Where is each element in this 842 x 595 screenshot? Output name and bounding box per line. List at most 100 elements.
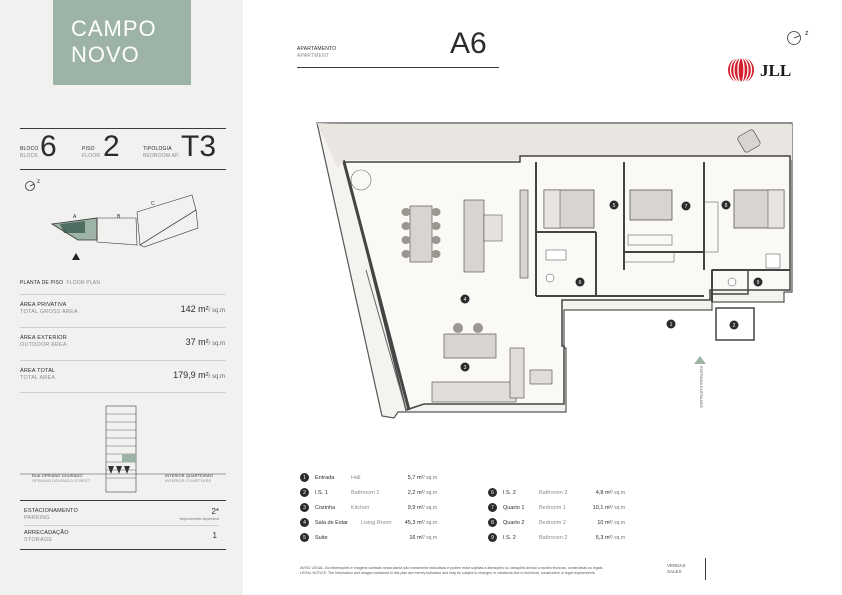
apartment-label-pt: APARTAMENTO bbox=[297, 46, 337, 52]
key-plan-label-c: C bbox=[151, 201, 155, 207]
sales-label-pt: VENDAS bbox=[667, 563, 686, 568]
area-total-value: 179,9 m²/ sq.m bbox=[150, 370, 225, 380]
bloco-label-pt: BLOCO bbox=[20, 146, 39, 152]
divider bbox=[24, 525, 219, 526]
legend-item: 5 Suite 16 m²/ sq.m bbox=[300, 533, 450, 542]
legend-room-pt: I.S. 1 bbox=[315, 489, 328, 496]
legend-area-unit: / sq.m bbox=[611, 534, 625, 541]
apartment-code: A6 bbox=[450, 27, 487, 60]
area-exterior-value: 37 m²/ sq.m bbox=[150, 337, 225, 347]
legend-room-en: Hall bbox=[351, 474, 361, 481]
jll-logo-text: JLL bbox=[760, 61, 792, 80]
bloco-label: BLOCO BLOCK bbox=[20, 146, 39, 159]
legend-area: 5,7 m²/ sq.m bbox=[400, 475, 437, 481]
legend-area-value: 2,2 m² bbox=[407, 489, 424, 496]
legend-area-value: 10 m² bbox=[597, 519, 612, 526]
parking-value: 2* bbox=[211, 507, 219, 516]
legend-room-pt: Quarto 1 bbox=[503, 504, 525, 511]
svg-text:5: 5 bbox=[613, 203, 616, 209]
bloco-value: 6 bbox=[40, 130, 57, 163]
brand-logo: CAMPO NOVO bbox=[53, 0, 191, 85]
floor-plan-label-pt: PLANTA DE PISO bbox=[20, 280, 64, 286]
parking-label-pt: ESTACIONAMENTO bbox=[24, 508, 78, 514]
legend-area-value: 5,3 m² bbox=[595, 534, 612, 541]
entrance-label-pt: ENTRADA bbox=[699, 366, 704, 385]
piso-label-pt: PISO bbox=[82, 146, 95, 152]
street-left-en: OPRIANO DOURADO STREET bbox=[32, 479, 91, 483]
legend-item: 8 Quarto 2 Bedroom 2 10 m²/ sq.m bbox=[488, 518, 638, 527]
key-plan bbox=[50, 194, 199, 260]
storage-value: 1 bbox=[212, 531, 217, 540]
tipologia-label: TIPOLOGIA BEDROOM AP. bbox=[143, 146, 180, 159]
legend-item: 6 I.S. 2 Bathroom 2 4,8 m²/ sq.m bbox=[488, 488, 638, 497]
area-private-unit: / sq.m bbox=[208, 308, 225, 314]
legend-room-en: Bedroom 1 bbox=[539, 504, 566, 511]
floor-plan-label: PLANTA DE PISO FLOOR PLAN bbox=[20, 280, 100, 287]
legend-area: 9,9 m²/ sq.m bbox=[400, 505, 437, 511]
legend-number: 3 bbox=[300, 503, 309, 512]
legend-room-en: Bathroom 1 bbox=[351, 489, 380, 496]
legend-right: 6 I.S. 2 Bathroom 2 4,8 m²/ sq.m 7 Quart… bbox=[488, 488, 638, 548]
legend-room-pt: Sala de Estar bbox=[315, 519, 349, 526]
legend-area-unit: / sq.m bbox=[423, 534, 437, 541]
legend-area: 45,3 m²/ sq.m bbox=[400, 520, 437, 526]
legend-room-en: Bedroom 2 bbox=[539, 519, 566, 526]
svg-text:2: 2 bbox=[733, 323, 736, 329]
brand-line-2: NOVO bbox=[71, 42, 140, 67]
legend-room-pt: I.S. 2 bbox=[503, 534, 516, 541]
legal-notice: AVISO LEGAL: As informações e imagens co… bbox=[300, 566, 650, 576]
floor-plan-label-en: FLOOR PLAN bbox=[66, 280, 101, 286]
divider bbox=[20, 128, 226, 129]
tipologia-label-en: BEDROOM AP. bbox=[143, 152, 180, 159]
legend-area-value: 45,3 m² bbox=[404, 519, 424, 526]
legend-area-unit: / sq.m bbox=[423, 519, 437, 526]
legend-area-value: 4,8 m² bbox=[595, 489, 612, 496]
divider bbox=[20, 549, 226, 550]
area-total-en: TOTAL AREA bbox=[20, 375, 56, 381]
area-private-en: TOTAL GROSS AREA bbox=[20, 309, 78, 315]
svg-text:1: 1 bbox=[670, 322, 673, 328]
legend-room-pt: I.S. 2 bbox=[503, 489, 516, 496]
legend-area-value: 9,9 m² bbox=[407, 504, 424, 511]
legend-area: 10,1 m²/ sq.m bbox=[588, 505, 625, 511]
legend-room-pt: Entrada bbox=[315, 474, 335, 481]
svg-text:6: 6 bbox=[579, 280, 582, 286]
divider bbox=[20, 327, 226, 328]
brand-line-1: CAMPO bbox=[71, 16, 157, 41]
legend-item: 4 Sala de Estar Living Room 45,3 m²/ sq.… bbox=[300, 518, 450, 527]
area-row-label: ÁREA EXTERIOR OUTDOOR AREA bbox=[20, 335, 67, 349]
divider bbox=[20, 392, 226, 393]
storage-label-pt: ARRECADAÇÃO bbox=[24, 530, 69, 536]
legend-area: 2,2 m²/ sq.m bbox=[400, 490, 437, 496]
legend-room-en: Bathroom 2 bbox=[539, 489, 568, 496]
area-row-label: ÁREA PRIVATIVA TOTAL GROSS AREA bbox=[20, 302, 78, 316]
legend-number: 4 bbox=[300, 518, 309, 527]
legend-number: 8 bbox=[488, 518, 497, 527]
apartment-label: APARTAMENTO APARTMENT bbox=[297, 46, 336, 59]
svg-text:3: 3 bbox=[464, 365, 467, 371]
legend-area-unit: / sq.m bbox=[423, 474, 437, 481]
parking-note: *dependentes/ dependent bbox=[178, 517, 219, 521]
divider bbox=[20, 500, 226, 501]
legend-room-en: Living Room bbox=[361, 519, 392, 526]
left-panel bbox=[0, 0, 243, 595]
legend-area-unit: / sq.m bbox=[611, 519, 625, 526]
key-plan-label-a: A bbox=[73, 214, 77, 220]
legend-area: 5,3 m²/ sq.m bbox=[588, 535, 625, 541]
area-exterior-unit: / sq.m bbox=[208, 341, 225, 347]
building-section-diagram bbox=[20, 405, 226, 493]
area-exterior-en: OUTDOOR AREA bbox=[20, 342, 67, 348]
legend-area-value: 16 m² bbox=[409, 534, 424, 541]
legend-area-unit: / sq.m bbox=[611, 504, 625, 511]
street-right-en: INTERIOR COURTYARD bbox=[165, 479, 212, 483]
legend-item: 7 Quarto 1 Bedroom 1 10,1 m²/ sq.m bbox=[488, 503, 638, 512]
legend-area-unit: / sq.m bbox=[611, 489, 625, 496]
legend-room-pt: Cozinha bbox=[315, 504, 336, 511]
legend-room-en: Kitchen bbox=[351, 504, 370, 511]
svg-text:8: 8 bbox=[725, 203, 728, 209]
bloco-label-en: BLOCK bbox=[20, 152, 38, 159]
legend-area-value: 10,1 m² bbox=[592, 504, 612, 511]
legal-notice-en: LEGAL NOTICE: The information and images… bbox=[300, 571, 596, 575]
street-left-label: RUA OPRIANO DOURADO OPRIANO DOURADO STRE… bbox=[32, 474, 90, 484]
entrance-label-en: ENTRANCE bbox=[699, 386, 704, 409]
